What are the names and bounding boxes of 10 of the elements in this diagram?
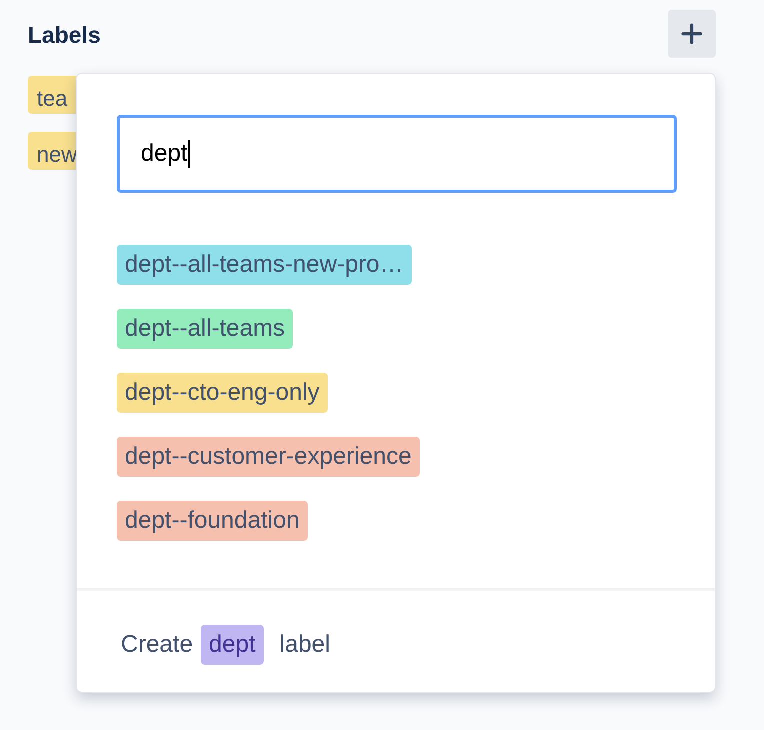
label-option: dept--foundation	[117, 501, 308, 541]
label-option: dept--all-teams	[117, 309, 294, 349]
label-option: dept--cto-eng-only	[117, 373, 328, 413]
label-option: dept--all-teams-new-pro…	[117, 245, 412, 285]
search-input-field: dept	[117, 115, 677, 193]
section-heading: Labels	[28, 21, 101, 50]
label-option: dept--customer-experience	[117, 437, 420, 477]
create-text: Create	[121, 630, 194, 660]
new-label-tag: dept	[201, 625, 264, 665]
create-text: label	[280, 630, 330, 660]
